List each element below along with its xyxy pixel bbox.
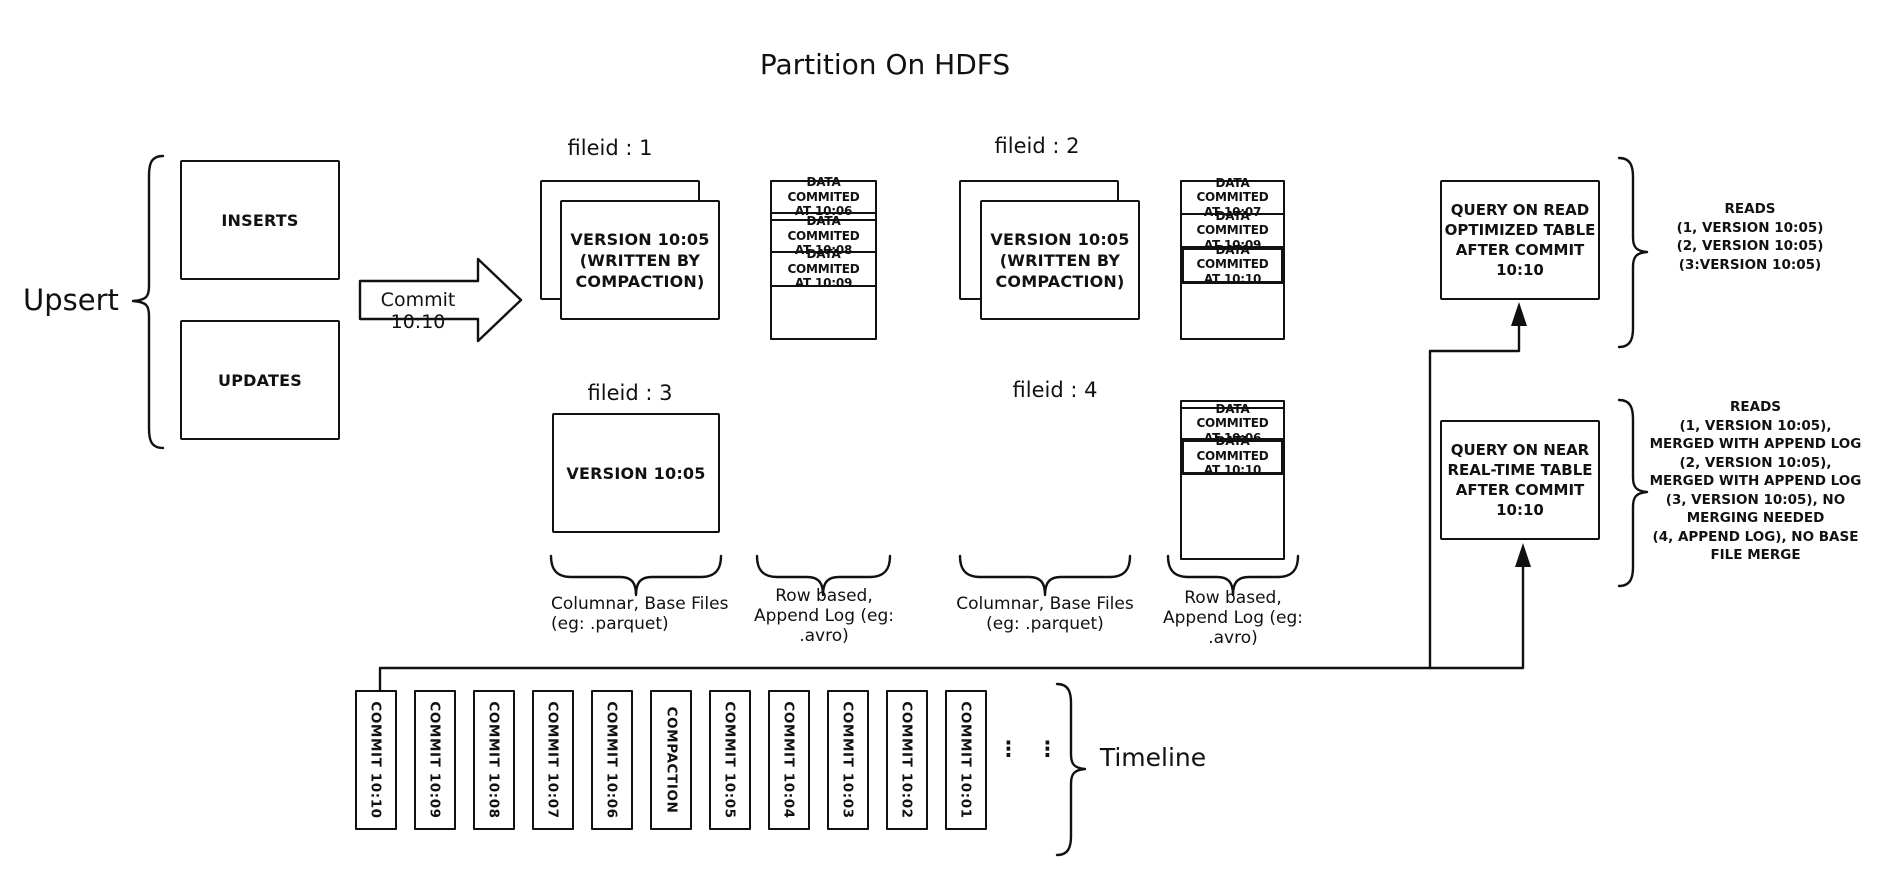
fileid-2-version-line: (WRITTEN BY [999,250,1121,270]
fileid-4-log-file: DATA COMMITED AT 10:06 DATA COMMITED AT … [1180,400,1285,560]
columnar-left-caption: Columnar, Base Files (eg: .parquet) [551,594,729,634]
fileid-2-version-line: VERSION 10:05 [990,229,1130,249]
timeline-commit-box: COMMIT 10:08 [473,690,515,830]
timeline-commit-box: COMMIT 10:05 [709,690,751,830]
log-gap [1182,402,1283,409]
columnar-right-brace [958,554,1132,597]
arrowhead-read-optimized [1511,302,1527,326]
fileid-2-base-file: VERSION 10:05 (WRITTEN BY COMPACTION) [980,200,1140,320]
row-right-caption: Row based, Append Log (eg: .avro) [1162,588,1304,648]
inserts-box: INSERTS [180,160,340,280]
log-entry-latest: DATA COMMITED AT 10:10 [1181,243,1284,286]
arrowhead-near-real-time [1515,543,1531,567]
log-entry: DATA COMMITED AT 10:08 [772,214,875,257]
timeline-commit-box: COMMIT 10:09 [414,690,456,830]
timeline-commit-box: COMMIT 10:10 [355,690,397,830]
fileid-1-version-line: (WRITTEN BY [579,250,701,270]
fileid-3-base-file: VERSION 10:05 [552,413,720,533]
log-empty-space [1182,474,1283,558]
timeline-commit-box: COMMIT 10:07 [532,690,574,830]
commit-arrow-label: Commit 10:10 [380,289,456,333]
log-entry: DATA COMMITED AT 10:07 [1182,176,1283,219]
timeline-ellipsis: ⋮ [998,737,1019,761]
log-entry: DATA COMMITED AT 10:06 [772,175,875,218]
query-read-optimized-box: QUERY ON READ OPTIMIZED TABLE AFTER COMM… [1440,180,1600,300]
fileid-4-label: fileid : 4 [1012,378,1098,402]
timeline-compaction-box: COMPACTION [650,690,692,830]
fileid-3-version-line: VERSION 10:05 [566,463,706,483]
page-title: Partition On HDFS [759,48,1011,81]
inserts-label: INSERTS [221,210,299,230]
upsert-brace [131,154,165,450]
fileid-2-version-line: COMPACTION) [995,271,1125,291]
updates-box: UPDATES [180,320,340,440]
timeline-commit-box: COMMIT 10:02 [886,690,928,830]
columnar-left-brace [549,554,723,597]
timeline-commit-box: COMMIT 10:03 [827,690,869,830]
columnar-right-caption: Columnar, Base Files (eg: .parquet) [956,594,1134,634]
timeline-commit-box: COMMIT 10:06 [591,690,633,830]
timeline-brace [1055,682,1087,857]
log-empty-space [772,287,875,338]
fileid-1-base-file: VERSION 10:05 (WRITTEN BY COMPACTION) [560,200,720,320]
log-entry-latest: DATA COMMITED AT 10:10 [1181,434,1284,477]
fileid-1-log-file: DATA COMMITED AT 10:06 DATA COMMITED AT … [770,175,877,340]
fileid-2-label: fileid : 2 [994,134,1080,158]
log-empty-space [1182,283,1283,338]
timeline-commit-box: COMMIT 10:04 [768,690,810,830]
fileid-3-label: fileid : 3 [587,381,673,405]
fileid-1-version-line: VERSION 10:05 [570,229,710,249]
reads-read-optimized: READS (1, VERSION 10:05) (2, VERSION 10:… [1676,201,1824,273]
timeline-label: Timeline [1099,743,1207,772]
updates-label: UPDATES [218,370,302,390]
upsert-label: Upsert [23,283,119,317]
reads-near-real-time: READS (1, VERSION 10:05), MERGED WITH AP… [1649,399,1862,563]
log-gap [772,214,875,221]
fileid-1-version-line: COMPACTION) [575,271,705,291]
fileid-1-label: fileid : 1 [567,136,653,160]
fileid-2-log-file: DATA COMMITED AT 10:07 DATA COMMITED AT … [1180,176,1285,340]
timeline-ellipsis: ⋮ [1037,737,1058,761]
query-near-real-time-box: QUERY ON NEAR REAL-TIME TABLE AFTER COMM… [1440,420,1600,540]
log-entry: DATA COMMITED AT 10:09 [772,247,875,290]
log-entry: DATA COMMITED AT 10:09 [1182,209,1283,252]
log-entry: DATA COMMITED AT 10:06 [1182,402,1283,445]
row-left-caption: Row based, Append Log (eg: .avro) [753,586,895,646]
timeline-commit-box: COMMIT 10:01 [945,690,987,830]
